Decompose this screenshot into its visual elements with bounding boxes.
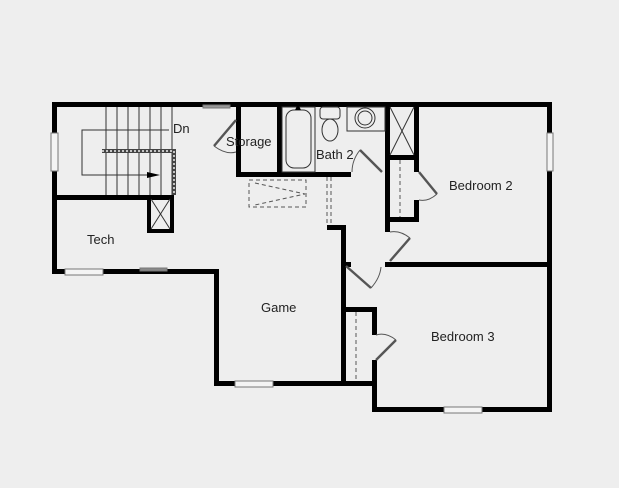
window-tech-2 <box>139 267 168 272</box>
room-label-game: Game <box>261 300 297 315</box>
interior-walls <box>52 102 552 386</box>
window-game <box>234 380 274 388</box>
window-bedroom3 <box>443 406 483 414</box>
window-tech <box>64 268 104 276</box>
staircase <box>81 107 176 195</box>
sink-icon <box>354 107 376 129</box>
room-label-tech: Tech <box>87 232 115 247</box>
bath-fixtures <box>281 104 386 173</box>
bathtub-icon <box>285 109 312 169</box>
attic-access <box>248 179 307 208</box>
stair-arrow-icon <box>147 172 160 178</box>
toilet-tank-icon <box>319 106 341 120</box>
room-label-bedroom2: Bedroom 2 <box>449 178 513 193</box>
window-stairs <box>50 132 59 172</box>
doors <box>213 119 438 361</box>
room-label-bath2: Bath 2 <box>316 147 354 162</box>
room-label-bedroom3: Bedroom 3 <box>431 329 495 344</box>
toilet-bowl-icon <box>321 118 339 142</box>
exterior-walls <box>52 102 552 412</box>
windows <box>50 104 554 414</box>
vanity <box>346 106 386 132</box>
chase-x-icon <box>150 198 171 230</box>
dashed-openings <box>326 160 401 381</box>
room-label-storage: Storage <box>226 134 272 149</box>
linen-x-icon <box>389 106 415 156</box>
window-top <box>202 104 231 109</box>
window-bedroom2 <box>546 132 554 172</box>
room-label-stairs: Dn <box>173 121 190 136</box>
